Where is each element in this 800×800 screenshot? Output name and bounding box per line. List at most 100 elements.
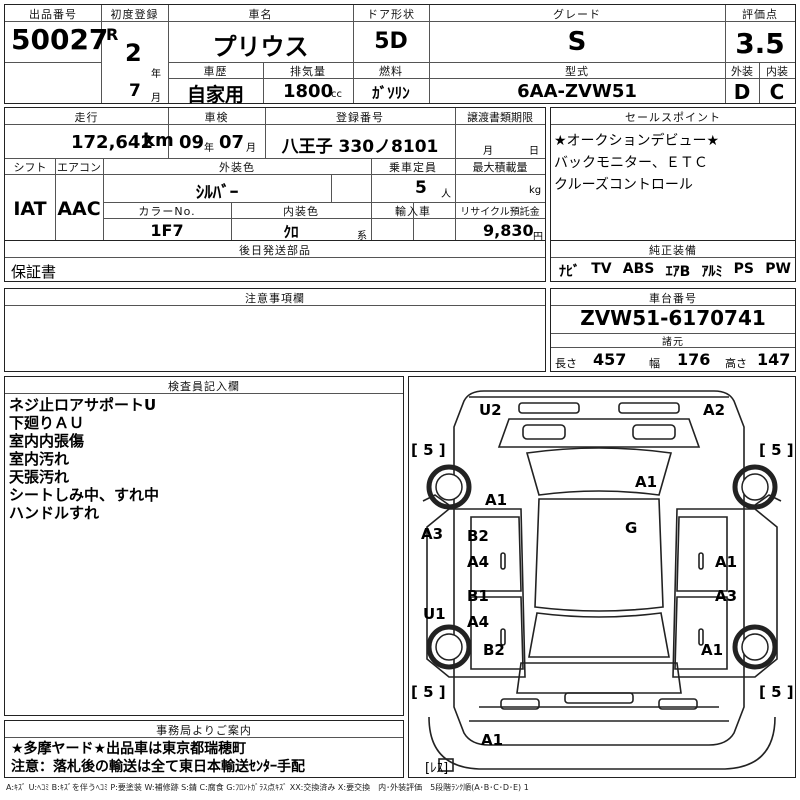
selling-points-box: セールスポイント ★オークションデビュー★ バックモニター、ＥＴＣ クルーズコン…: [550, 107, 796, 242]
equipment-item-ps: PS: [733, 261, 755, 277]
mark-rear-fender-right: A1: [701, 641, 724, 659]
mark-right-rear-door: A3: [715, 587, 738, 605]
inspector-note: 天張汚れ: [9, 468, 70, 486]
mileage: 172,642: [71, 132, 153, 153]
mileage-label: 走行: [74, 111, 99, 124]
chassis-label: 車台番号: [649, 292, 697, 305]
capacity: 5: [415, 178, 427, 198]
later-parts-value: 保証書: [11, 263, 57, 281]
inspector-note: ネジ止ロアサポートU: [9, 396, 157, 414]
capacity-label: 乗車定員: [389, 161, 437, 174]
equipment-item-pw: PW: [765, 261, 791, 277]
equipment-label: 純正装備: [649, 244, 697, 257]
selling-point-line: クルーズコントロール: [554, 177, 693, 193]
recycle-label: リサイクル預託金: [460, 207, 540, 218]
mark-front-bumper-left: U2: [479, 401, 502, 419]
transfer-deadline-month-unit: 月: [483, 146, 493, 157]
car-name-label: 車名: [248, 8, 273, 21]
history-label: 車歴: [203, 65, 228, 78]
selling-point-line: バックモニター、ＥＴＣ: [554, 155, 708, 171]
score: 3.5: [735, 27, 785, 60]
displacement: 1800: [283, 81, 334, 102]
mark-left-rear-door: B1: [467, 587, 489, 605]
exterior-color-label: 外装色: [219, 161, 255, 174]
color-number: 1F7: [150, 221, 184, 240]
tire-rear-right: [ 5 ]: [759, 683, 794, 701]
inspector-label: 検査員記入欄: [168, 380, 240, 393]
later-parts-label: 後日発送部品: [239, 244, 311, 257]
fuel-label: 燃料: [379, 65, 403, 78]
model-label: 型式: [565, 65, 589, 78]
lot-number-label: 出品番号: [29, 8, 77, 21]
interior-color-label: 内装色: [283, 205, 319, 218]
plate-label: 登録番号: [336, 111, 384, 124]
grade: S: [567, 27, 587, 57]
tire-front-left: [ 5 ]: [411, 441, 446, 459]
interior-grade: C: [769, 80, 785, 104]
car-name: プリウス: [212, 33, 309, 61]
exterior-color: ｼﾙﾊﾞｰ: [195, 183, 239, 203]
mark-left-sill: U1: [423, 605, 446, 623]
legend-footer: A:ｷｽﾞ U:ﾍｺﾐ B:ｷｽﾞを伴うﾍｺﾐ P:要塗装 W:補修跡 S:錆 …: [6, 783, 529, 792]
exterior-grade-label: 外装: [731, 65, 753, 78]
max-load-unit: kg: [529, 185, 542, 196]
mark-front-fender-left: A1: [485, 491, 508, 509]
chassis-number: ZVW51-6170741: [580, 306, 766, 330]
length-value: 457: [593, 350, 627, 369]
inspector-note: 室内内張傷: [9, 432, 85, 450]
model: 6AA-ZVW51: [517, 81, 637, 102]
length-label: 長さ: [555, 357, 577, 370]
equipment-box: 純正装備 ﾅﾋﾞ TV ABS ｴｱB ｱﾙﾐ PS PW: [550, 240, 796, 282]
mark-front-bumper-right: A2: [703, 401, 726, 419]
notes-label: 注意事項欄: [245, 292, 305, 305]
equipment-item-airbag: ｴｱB: [665, 264, 691, 280]
capacity-unit: 人: [441, 189, 451, 200]
specs-label: 諸元: [662, 337, 684, 348]
inspector-box: 検査員記入欄 ネジ止ロアサポートU 下廻りＡＵ 室内内張傷 室内汚れ 天張汚れ …: [4, 376, 404, 716]
equipment-item-tv: TV: [591, 261, 612, 277]
inspector-note: 室内汚れ: [9, 450, 70, 468]
first-registration-year: 2: [125, 39, 142, 67]
mark-left-quarter: A3: [421, 525, 444, 543]
height-value: 147: [757, 350, 791, 369]
first-registration-era: R: [106, 25, 119, 44]
inspection-year-unit: 年: [204, 143, 214, 154]
spare-tire: [ﾚｽ]: [425, 761, 449, 776]
detail-table: 走行 172,642 km 車検 09 年 07 月 登録番号 八王子 330ノ…: [4, 107, 546, 243]
aircon-label: エアコン: [57, 161, 101, 174]
first-registration-month-unit: 月: [151, 93, 161, 104]
inspection-label: 車検: [204, 111, 229, 124]
mark-right-front-door: A1: [715, 553, 738, 571]
transfer-deadline-day-unit: 日: [529, 146, 539, 157]
selling-points-label: セールスポイント: [625, 111, 721, 124]
max-load-label: 最大積載量: [472, 161, 528, 174]
inspection-month-unit: 月: [246, 143, 256, 154]
mark-rear-bumper: A1: [481, 731, 504, 749]
recycle-unit: 円: [533, 232, 543, 243]
tire-front-right: [ 5 ]: [759, 441, 794, 459]
recycle-deposit: 9,830: [483, 221, 534, 240]
transfer-deadline-label: 譲渡書類期限: [467, 111, 533, 124]
width-value: 176: [677, 350, 711, 369]
interior-grade-label: 内装: [766, 65, 788, 78]
lot-number: 50027: [11, 23, 109, 56]
mark-rear-fender-left: B2: [483, 641, 505, 659]
interior-color-suffix: 系: [357, 231, 367, 242]
equipment-item-abs: ABS: [622, 261, 655, 277]
inspection-month: 07: [219, 132, 245, 153]
aircon: AAC: [57, 198, 101, 220]
shift: IAT: [13, 198, 47, 220]
door-type-label: ドア形状: [367, 8, 415, 21]
mark-rear-glass: G: [625, 519, 638, 537]
notes-box: 注意事項欄: [4, 288, 546, 372]
door-type: 5D: [374, 29, 408, 54]
office-notice-line: 注意：落札後の輸送は全て東日本輸送ｾﾝﾀｰ手配: [11, 759, 305, 775]
equipment-item-alloy: ｱﾙﾐ: [701, 264, 723, 280]
height-label: 高さ: [725, 357, 747, 370]
mark-left-front-door: B2: [467, 527, 489, 545]
tire-rear-left: [ 5 ]: [411, 683, 446, 701]
mileage-unit: km: [143, 130, 174, 151]
grade-label: グレード: [553, 8, 601, 21]
interior-color: ｸﾛ: [283, 223, 299, 241]
plate-number: 八王子 330ノ8101: [281, 137, 439, 157]
